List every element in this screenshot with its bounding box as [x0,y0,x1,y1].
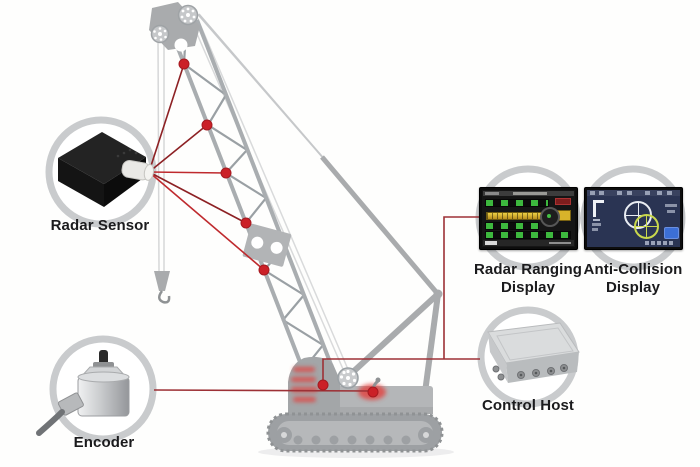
control-host-label: Control Host [481,397,575,414]
anti-collision-display-screen [584,187,683,250]
encoder-label: Encoder [73,434,135,451]
radar-sensor-label: Radar Sensor [50,217,150,234]
boom-ropes [190,16,351,377]
encoder-device [36,350,130,436]
control-host-device [487,322,580,383]
radar-screen-dial [540,207,560,227]
crawler-track [266,412,444,453]
crawler-crane [149,2,454,458]
radar-sensor-device [58,132,155,207]
wire-cab-point-to-control-host [322,358,480,384]
radar-beam-boom-point-2 [148,124,208,173]
boom-point-1 [178,58,190,70]
radar-beam-boom-point-5 [148,171,265,271]
wire-junction-to-radar-display [443,216,479,359]
host-connectors [492,364,568,381]
radar-ranging-display-screen [479,187,578,250]
winch-sheave [337,367,359,389]
hook-ropes [157,35,165,273]
anti-collision-crane-icon [593,200,604,221]
collision-radius-circle [634,214,659,239]
boom-point-2 [201,119,213,131]
sensor-points [178,58,379,398]
lever-knob [375,377,381,383]
radar-beam-boom-point-4 [148,171,247,224]
boom-point-5 [258,264,270,276]
radar-beam-boom-point-1 [148,63,185,173]
radar-beam-boom-point-3 [148,171,227,174]
cab-point [317,379,329,391]
boom-head [149,2,200,52]
signal-wires [153,216,480,392]
radar-screen-statusbar [483,240,574,246]
sensor-connector [121,159,155,181]
a-frame [351,289,443,401]
anti-collision-display-label: Anti-Collision Display [583,261,683,296]
anti-collision-toolbar [587,190,680,196]
radar-beams [148,63,265,271]
sheave-lower [150,24,170,44]
radar-ranging-display-label: Radar Ranging Display [474,261,582,296]
sheave-top [177,4,199,26]
radar-screen-titlebar [483,191,574,196]
hook [154,271,171,304]
radar-screen-alarm-indicator [555,198,571,205]
wire-encoder-to-deck-point [153,389,372,392]
boom-lattice [165,19,339,381]
pendant-cables [193,9,439,295]
anti-collision-blue-button [664,227,679,239]
boom-point-3 [220,167,232,179]
boom-point-4 [240,217,252,229]
deck-point [367,386,379,398]
